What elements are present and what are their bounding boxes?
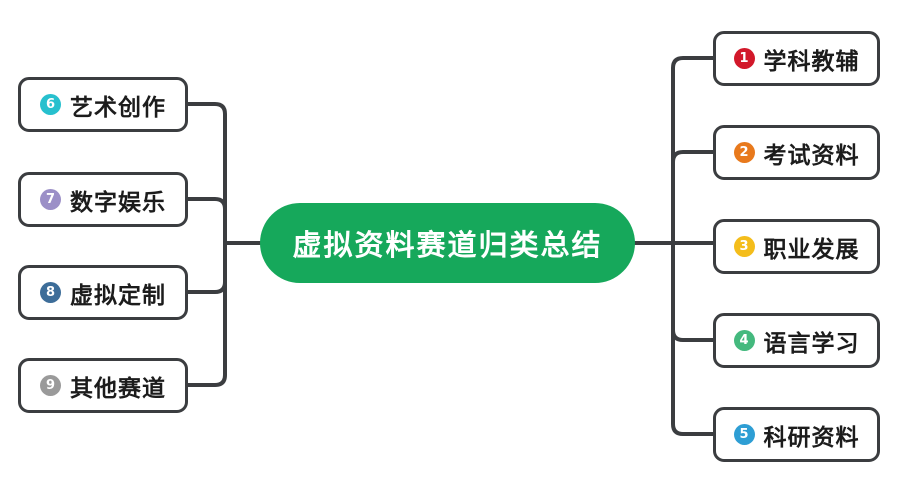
- badge-number-2: 2: [733, 142, 755, 163]
- branch-node-2[interactable]: 2 考试资料: [713, 125, 880, 180]
- left-branch-9: [186, 241, 227, 387]
- branch-node-8-label: 虚拟定制: [70, 282, 166, 309]
- branch-node-5-label: 科研资料: [763, 424, 860, 451]
- center-node-label: 虚拟资料赛道归类总结: [292, 228, 603, 262]
- branch-node-3[interactable]: 3 职业发展: [713, 219, 880, 274]
- branch-node-8[interactable]: 8 虚拟定制: [18, 265, 188, 320]
- branch-node-6-label: 艺术创作: [70, 94, 166, 121]
- branch-node-4-label: 语言学习: [763, 330, 860, 357]
- right-branch-1: [671, 56, 715, 245]
- right-branch-2: [671, 150, 715, 245]
- center-node[interactable]: 虚拟资料赛道归类总结: [260, 203, 635, 283]
- badge-number-8: 8: [40, 282, 61, 303]
- branch-node-4[interactable]: 4 语言学习: [713, 313, 880, 368]
- branch-node-6[interactable]: 6 艺术创作: [18, 77, 188, 132]
- branch-node-9-label: 其他赛道: [70, 375, 166, 402]
- branch-node-2-label: 考试资料: [763, 142, 860, 169]
- left-branch-8: [186, 241, 227, 294]
- badge-number-7: 7: [40, 189, 61, 210]
- badge-number-4: 4: [733, 330, 755, 351]
- badge-number-5: 5: [733, 424, 755, 445]
- badge-number-6: 6: [40, 94, 61, 115]
- branch-node-3-label: 职业发展: [763, 236, 860, 263]
- branch-node-7-label: 数字娱乐: [70, 189, 166, 216]
- right-branch-4: [671, 241, 715, 342]
- branch-node-7[interactable]: 7 数字娱乐: [18, 172, 188, 227]
- branch-node-1-label: 学科教辅: [763, 48, 860, 75]
- left-branch-6: [186, 102, 227, 245]
- branch-node-9[interactable]: 9 其他赛道: [18, 358, 188, 413]
- left-branch-7: [186, 197, 227, 245]
- branch-node-1[interactable]: 1 学科教辅: [713, 31, 880, 86]
- badge-number-1: 1: [733, 48, 755, 69]
- badge-number-3: 3: [733, 236, 755, 257]
- badge-number-9: 9: [40, 375, 61, 396]
- branch-node-5[interactable]: 5 科研资料: [713, 407, 880, 462]
- right-branch-5: [671, 241, 715, 436]
